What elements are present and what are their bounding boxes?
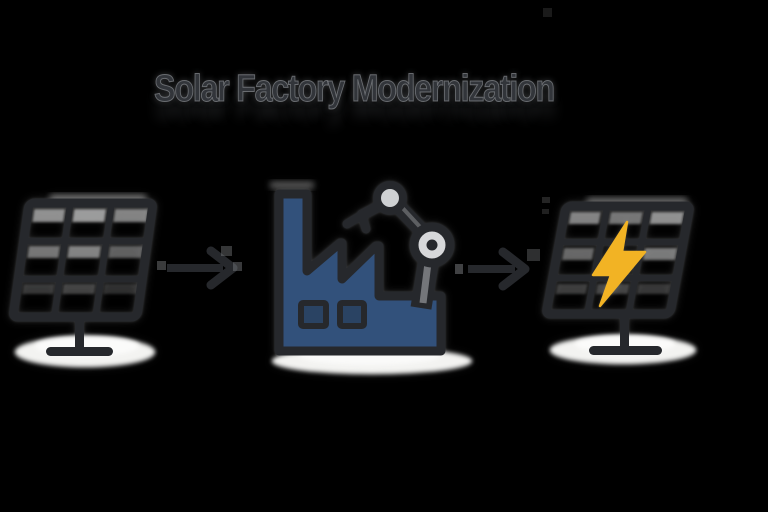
robot-arm-icon <box>342 181 455 310</box>
arm-gripper <box>357 210 371 234</box>
panel-pole <box>620 310 629 352</box>
arm-shoulder-joint <box>373 181 407 215</box>
arrow-right-icon <box>455 247 540 291</box>
factory-window <box>337 300 367 329</box>
page-title: Solar Factory Modernization <box>154 68 556 110</box>
panel-grid <box>9 198 157 322</box>
render-artifacts <box>542 8 552 214</box>
factory-robot-arm-icon <box>270 181 472 374</box>
factory-window <box>298 300 329 329</box>
panel-base <box>46 347 113 356</box>
panel-base <box>589 346 662 355</box>
solar-panel-icon <box>9 195 157 367</box>
arrow-right-icon <box>157 246 242 290</box>
solar-panel-lightning-icon <box>542 198 696 364</box>
panel-pole <box>75 313 84 353</box>
lightning-bolt-icon <box>591 220 647 308</box>
